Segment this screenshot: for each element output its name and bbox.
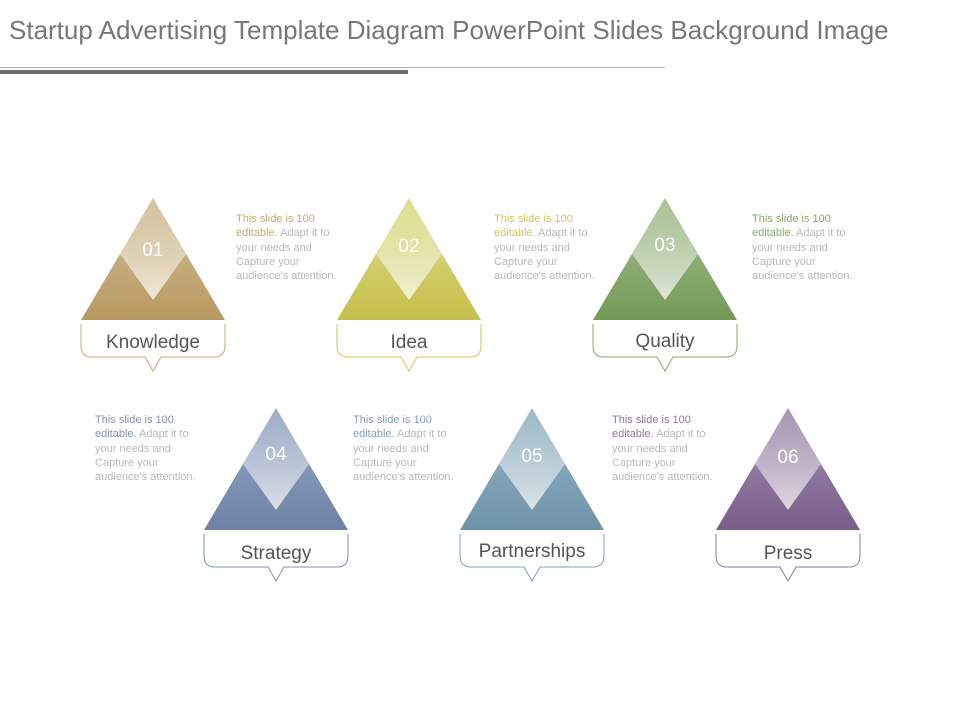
triangle-highlight (120, 198, 186, 300)
triangle-knowledge (81, 198, 225, 320)
description-rest: Adapt it to your needs and Capture your … (612, 428, 713, 484)
label-callout-knowledge (80, 324, 226, 373)
title-rule-thick (0, 70, 408, 74)
label-callout-shape (336, 324, 482, 373)
label-callout-strategy (203, 534, 349, 583)
label-callout-shape (715, 534, 861, 583)
description-lead: This slide is 100 editable. (95, 414, 174, 441)
description-lead: This slide is 100 editable. (752, 213, 831, 240)
page-title: Startup Advertising Template Diagram Pow… (9, 15, 889, 45)
item-label-partnerships: Partnerships (478, 541, 586, 562)
triangle-idea (337, 198, 481, 320)
diagram-item-partnerships: 05 Partnerships (457, 406, 607, 596)
triangle-highlight (499, 408, 565, 510)
item-number-01: 01 (142, 240, 164, 261)
item-description-06: This slide is 100 editable. Adapt it to … (612, 413, 730, 484)
item-description-02: This slide is 100 editable. Adapt it to … (494, 212, 612, 283)
description-rest: Adapt it to your needs and Capture your … (752, 227, 853, 283)
item-label-knowledge: Knowledge (105, 332, 201, 353)
item-number-04: 04 (265, 444, 287, 465)
item-label-strategy: Strategy (240, 543, 312, 564)
label-callout-shape (80, 324, 226, 373)
triangle-strategy (204, 408, 348, 530)
item-label-press: Press (763, 543, 813, 564)
diagram-item-knowledge: 01 Knowledge (78, 196, 228, 386)
diagram-item-idea: 02 Idea (334, 196, 484, 386)
item-number-02: 02 (398, 236, 420, 257)
description-rest: Adapt it to your needs and Capture your … (236, 227, 337, 283)
label-callout-quality (592, 324, 738, 373)
item-label-idea: Idea (390, 332, 428, 353)
label-callout-shape (459, 534, 605, 583)
triangle-quality (593, 198, 737, 320)
triangle-highlight (376, 198, 442, 300)
item-label-quality: Quality (635, 331, 695, 352)
diagram-item-strategy: 04 Strategy (201, 406, 351, 596)
item-description-03: This slide is 100 editable. Adapt it to … (752, 212, 870, 283)
description-rest: Adapt it to your needs and Capture your … (95, 428, 196, 484)
triangle-press (716, 408, 860, 530)
label-callout-shape (203, 534, 349, 583)
triangle-partnerships (460, 408, 604, 530)
description-rest: Adapt it to your needs and Capture your … (494, 227, 595, 283)
description-lead: This slide is 100 editable. (612, 414, 691, 441)
title-rule-thin (0, 67, 665, 68)
description-lead: This slide is 100 editable. (494, 213, 573, 240)
label-callout-idea (336, 324, 482, 373)
item-description-05: This slide is 100 editable. Adapt it to … (353, 413, 471, 484)
label-callout-shape (592, 324, 738, 373)
diagram-item-quality: 03 Quality (590, 196, 740, 386)
item-description-01: This slide is 100 editable. Adapt it to … (236, 212, 354, 283)
description-lead: This slide is 100 editable. (353, 414, 432, 441)
label-callout-press (715, 534, 861, 583)
item-number-05: 05 (521, 446, 543, 467)
triangle-highlight (243, 408, 309, 510)
description-lead: This slide is 100 editable. (236, 213, 315, 240)
triangle-highlight (632, 198, 698, 300)
triangle-highlight (755, 408, 821, 510)
label-callout-partnerships (459, 534, 605, 583)
item-number-03: 03 (654, 235, 676, 256)
item-description-04: This slide is 100 editable. Adapt it to … (95, 413, 213, 484)
diagram-item-press: 06 Press (713, 406, 863, 596)
description-rest: Adapt it to your needs and Capture your … (353, 428, 454, 484)
item-number-06: 06 (777, 447, 799, 468)
